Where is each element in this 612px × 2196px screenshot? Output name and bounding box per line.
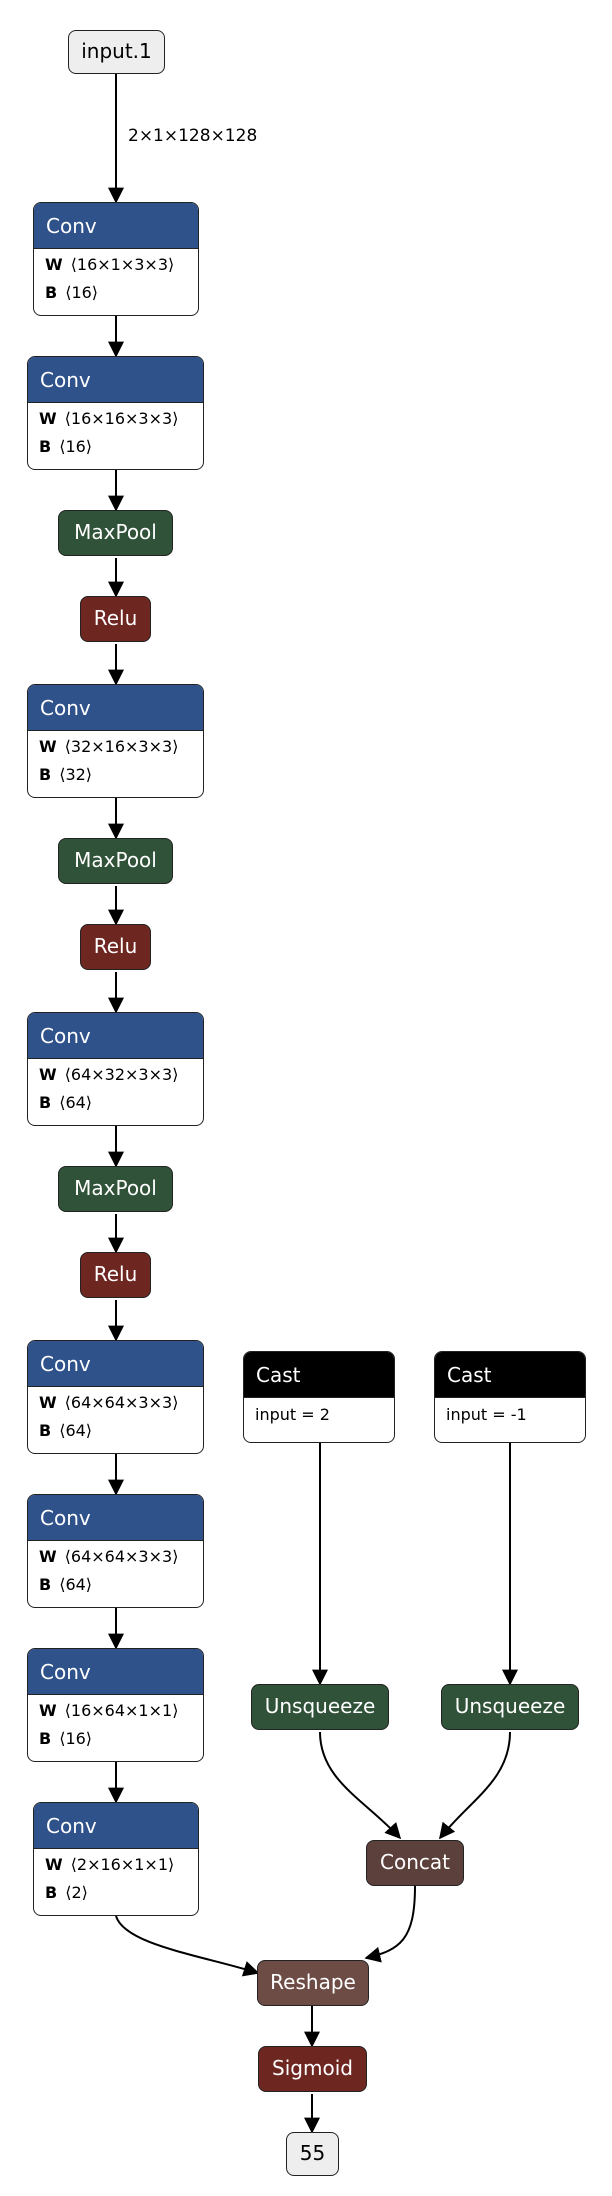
conv-label: Conv [28, 1013, 203, 1059]
cast-node-2[interactable]: Cast input = -1 [434, 1351, 586, 1443]
weight-shape: ⟨64×32×3×3⟩ [64, 1065, 179, 1084]
maxpool-node[interactable]: MaxPool [58, 838, 173, 884]
conv-node-5[interactable]: Conv W ⟨64×64×3×3⟩ B ⟨64⟩ [27, 1340, 204, 1454]
conv-label: Conv [28, 1495, 203, 1541]
conv-node-3[interactable]: Conv W ⟨32×16×3×3⟩ B ⟨32⟩ [27, 684, 204, 798]
conv-label: Conv [34, 203, 198, 249]
bias-attr-name: B [39, 1575, 52, 1594]
cast-attr: input = -1 [446, 1405, 527, 1424]
weight-attr-name: W [45, 255, 63, 274]
bias-shape: ⟨16⟩ [59, 1729, 93, 1748]
bias-shape: ⟨64⟩ [59, 1575, 93, 1594]
weight-attr-name: W [39, 1393, 57, 1412]
weight-attr-name: W [39, 1701, 57, 1720]
weight-attr-name: W [39, 737, 57, 756]
edge [115, 1915, 260, 1977]
bias-attr-name: B [39, 1421, 52, 1440]
weight-attr-name: W [39, 1547, 57, 1566]
weight-shape: ⟨32×16×3×3⟩ [64, 737, 179, 756]
bias-attr-name: B [45, 1883, 58, 1902]
bias-shape: ⟨32⟩ [59, 765, 93, 784]
edge [364, 1885, 416, 1963]
weight-shape: ⟨16×1×3×3⟩ [70, 255, 175, 274]
conv-label: Conv [28, 1649, 203, 1695]
relu-node[interactable]: Relu [80, 924, 151, 970]
conv-node-1[interactable]: Conv W ⟨16×1×3×3⟩ B ⟨16⟩ [33, 202, 199, 316]
output-node[interactable]: 55 [286, 2132, 339, 2176]
bias-attr-name: B [39, 765, 52, 784]
bias-attr-name: B [39, 437, 52, 456]
conv-node-8[interactable]: Conv W ⟨2×16×1×1⟩ B ⟨2⟩ [33, 1802, 199, 1916]
conv-node-6[interactable]: Conv W ⟨64×64×3×3⟩ B ⟨64⟩ [27, 1494, 204, 1608]
maxpool-node[interactable]: MaxPool [58, 510, 173, 556]
bias-shape: ⟨2⟩ [65, 1883, 88, 1902]
bias-shape: ⟨64⟩ [59, 1421, 93, 1440]
cast-label: Cast [435, 1352, 585, 1398]
weight-shape: ⟨64×64×3×3⟩ [64, 1393, 179, 1412]
cast-attr: input = 2 [255, 1405, 330, 1424]
weight-shape: ⟨16×16×3×3⟩ [64, 409, 179, 428]
unsqueeze-node-1[interactable]: Unsqueeze [251, 1684, 389, 1730]
unsqueeze-node-2[interactable]: Unsqueeze [441, 1684, 579, 1730]
conv-label: Conv [28, 685, 203, 731]
relu-node[interactable]: Relu [80, 1252, 151, 1298]
weight-shape: ⟨16×64×1×1⟩ [64, 1701, 179, 1720]
bias-attr-name: B [45, 283, 58, 302]
conv-label: Conv [28, 357, 203, 403]
input-node[interactable]: input.1 [68, 30, 165, 74]
maxpool-node[interactable]: MaxPool [58, 1166, 173, 1212]
edge [319, 1731, 402, 1840]
weight-attr-name: W [39, 1065, 57, 1084]
bias-shape: ⟨64⟩ [59, 1093, 93, 1112]
bias-attr-name: B [39, 1729, 52, 1748]
conv-node-7[interactable]: Conv W ⟨16×64×1×1⟩ B ⟨16⟩ [27, 1648, 204, 1762]
weight-attr-name: W [39, 409, 57, 428]
weight-shape: ⟨64×64×3×3⟩ [64, 1547, 179, 1566]
input-shape-label: 2×1×128×128 [128, 126, 258, 146]
concat-node[interactable]: Concat [366, 1840, 464, 1886]
weight-attr-name: W [45, 1855, 63, 1874]
conv-label: Conv [28, 1341, 203, 1387]
bias-shape: ⟨16⟩ [65, 283, 99, 302]
cast-label: Cast [244, 1352, 394, 1398]
cast-node-1[interactable]: Cast input = 2 [243, 1351, 395, 1443]
weight-shape: ⟨2×16×1×1⟩ [70, 1855, 175, 1874]
conv-label: Conv [34, 1803, 198, 1849]
sigmoid-node[interactable]: Sigmoid [258, 2046, 367, 2092]
conv-node-4[interactable]: Conv W ⟨64×32×3×3⟩ B ⟨64⟩ [27, 1012, 204, 1126]
bias-attr-name: B [39, 1093, 52, 1112]
conv-node-2[interactable]: Conv W ⟨16×16×3×3⟩ B ⟨16⟩ [27, 356, 204, 470]
bias-shape: ⟨16⟩ [59, 437, 93, 456]
relu-node[interactable]: Relu [80, 596, 151, 642]
reshape-node[interactable]: Reshape [257, 1960, 369, 2006]
edge [439, 1731, 511, 1840]
